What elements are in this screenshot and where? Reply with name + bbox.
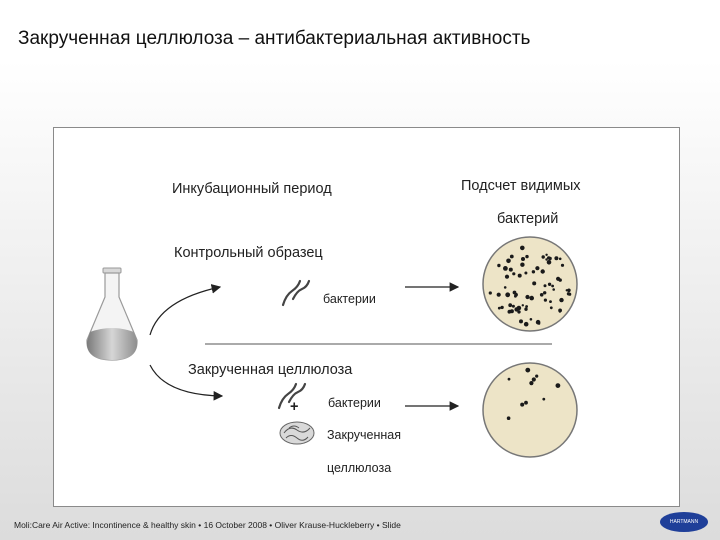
bacteria-colony-dot	[524, 400, 528, 405]
bacteria-colony-dot	[488, 291, 492, 295]
bacteria-colony-dot	[497, 306, 501, 310]
bacteria-colony-dot	[529, 318, 533, 321]
bacteria-colony-dot	[512, 272, 516, 276]
control-colonies	[488, 245, 572, 327]
bacteria-colony-dot	[516, 305, 522, 311]
bacteria-colony-dot	[537, 322, 541, 325]
bacteria-icon	[277, 382, 307, 410]
bacteria-colony-dot	[523, 321, 529, 327]
slide-title: Закрученная целлюлоза – антибактериальна…	[18, 28, 531, 49]
bacteria-colony-dot	[507, 377, 511, 381]
hartmann-logo: HARTMANN	[660, 512, 708, 532]
bacteria-colony-dot	[508, 267, 513, 272]
cellulose-colonies	[506, 367, 561, 421]
cellulose-label-line1: Закрученная	[327, 428, 402, 442]
bacteria-colony-dot	[521, 304, 524, 307]
bacteria-colony-dot	[532, 281, 537, 286]
bacteria-colony-dot	[559, 297, 564, 303]
bacteria-colony-dot	[549, 300, 552, 303]
bacteria-colony-dot	[543, 284, 547, 288]
count-label-line1: Подсчет видимых	[461, 178, 581, 194]
bacteria-colony-dot	[554, 256, 559, 261]
bacteria-colony-dot	[525, 367, 531, 373]
bacteria-colony-dot	[541, 255, 545, 259]
bacteria-colony-dot	[558, 278, 562, 282]
bacteria-colony-dot	[567, 288, 571, 293]
flask-to-control-arrow	[149, 284, 222, 336]
bacteria-colony-dot	[514, 294, 517, 298]
bacteria-colony-dot	[519, 319, 523, 324]
bacteria-colony-dot	[497, 263, 501, 268]
bacteria-colony-dot	[529, 381, 534, 386]
bacteria-colony-dot	[539, 293, 544, 297]
bacteria-colony-dot	[531, 377, 536, 382]
bacteria-colony-dot	[531, 270, 536, 274]
bacteria-colony-dot	[543, 298, 548, 302]
bacteria-colony-dot	[560, 263, 565, 267]
twisted-cellulose-label: Закрученная целлюлоза	[188, 362, 353, 378]
bacteria-colony-dot	[520, 402, 525, 407]
bacteria-icon	[281, 279, 311, 307]
bacteria-colony-dot	[503, 286, 507, 289]
bacteria-colony-dot	[520, 245, 525, 251]
bacteria-colony-dot	[542, 397, 546, 401]
bacteria-colony-dot	[512, 290, 517, 295]
bacteria-colony-dot	[524, 307, 528, 311]
bacteria-colony-dot	[496, 292, 501, 297]
bacteria-colony-dot	[545, 258, 548, 261]
bacteria-colony-dot	[524, 271, 528, 275]
bacteria-colony-dot	[548, 256, 552, 261]
bacteria-colony-dot	[551, 284, 554, 288]
bacteria-colony-dot	[535, 266, 540, 271]
flask-icon	[86, 267, 138, 361]
bacteria-colony-dot	[558, 308, 562, 313]
bacteria-colony-dot	[508, 303, 513, 308]
bacteria-colony-dot	[566, 292, 571, 296]
cellulose-bacteria-label: бактерии	[328, 396, 381, 410]
bacteria-colony-dot	[509, 254, 514, 259]
bacteria-colony-dot	[504, 274, 510, 279]
bacteria-colony-dot	[555, 383, 561, 388]
cellulose-label-line2: целлюлоза	[327, 461, 392, 475]
control-petri-dish	[482, 236, 578, 332]
cellulose-petri-dish	[482, 362, 578, 458]
cellulose-ball-icon	[279, 421, 315, 445]
bacteria-colony-dot	[546, 260, 552, 265]
bacteria-colony-dot	[505, 292, 511, 298]
bacteria-colony-dot	[540, 269, 545, 274]
bacteria-colony-dot	[509, 309, 514, 314]
bacteria-colony-dot	[503, 266, 508, 271]
bacteria-colony-dot	[520, 262, 525, 267]
bacteria-colony-dot	[511, 304, 515, 308]
bacteria-colony-dot	[517, 273, 522, 278]
bacteria-colony-dot	[506, 416, 511, 421]
bacteria-colony-dot	[558, 257, 562, 261]
count-label-line2: бактерий	[497, 211, 559, 227]
bacteria-colony-dot	[545, 253, 548, 256]
bacteria-colony-dot	[549, 306, 553, 310]
bacteria-colony-dot	[517, 310, 521, 314]
footer-text: Moli:Care Air Active: Incontinence & hea…	[14, 520, 401, 530]
control-bacteria-label: бактерии	[323, 292, 376, 306]
incubation-label: Инкубационный период	[172, 181, 332, 197]
bacteria-colony-dot	[525, 254, 529, 259]
bacteria-colony-dot	[552, 288, 555, 291]
control-sample-label: Контрольный образец	[174, 245, 323, 261]
bacteria-colony-dot	[525, 294, 530, 300]
bacteria-colony-dot	[521, 257, 525, 261]
plus-sign: +	[290, 399, 299, 415]
bacteria-colony-dot	[506, 258, 511, 264]
bacteria-colony-dot	[535, 374, 539, 378]
bacteria-colony-dot	[529, 295, 534, 301]
bacteria-colony-dot	[543, 291, 547, 295]
bacteria-colony-dot	[525, 305, 528, 308]
diagram-panel	[53, 127, 680, 507]
bacteria-colony-dot	[500, 305, 504, 310]
flask-to-cellulose-arrow	[149, 364, 224, 401]
bacteria-colony-dot	[547, 282, 552, 286]
